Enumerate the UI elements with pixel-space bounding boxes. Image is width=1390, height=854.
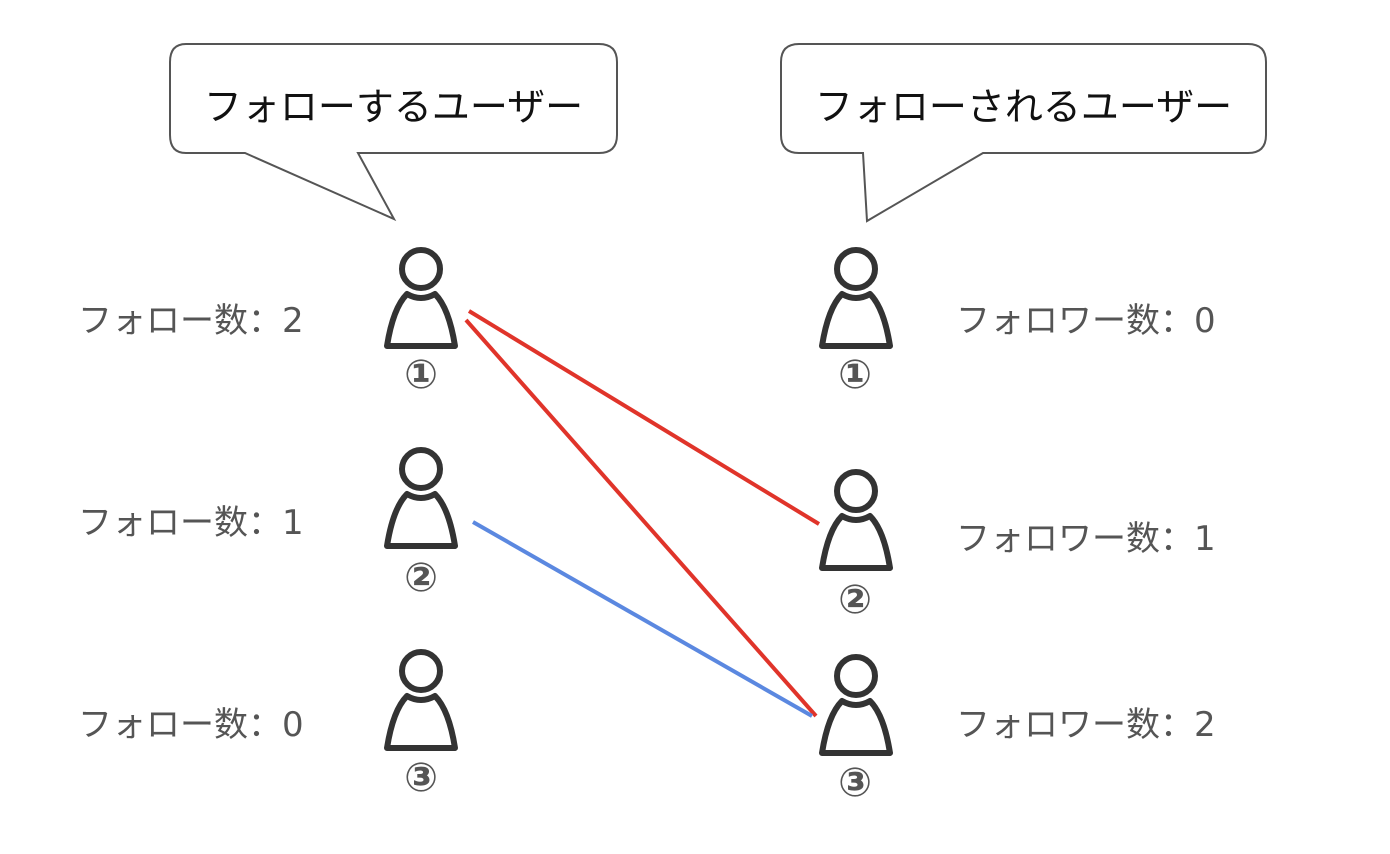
following-user-3-person-icon	[384, 649, 458, 751]
followed-user-number-2: ②	[838, 577, 872, 623]
following-count-label-1: フォロー数：2	[78, 301, 304, 341]
following-user-2-person-icon	[384, 447, 458, 549]
bubble-label-following: フォローするユーザー	[203, 85, 584, 129]
speech-bubble-followed	[780, 43, 1267, 223]
connection-line-following-1-to-followed-2	[467, 309, 821, 526]
followed-user-3-person-icon	[819, 654, 893, 756]
followed-user-1-person-icon	[819, 247, 893, 349]
following-user-1-person-icon	[384, 247, 458, 349]
connection-line-following-1-to-followed-3	[464, 318, 818, 718]
speech-bubble-following	[169, 43, 618, 222]
user-icons	[384, 247, 893, 756]
followed-count-label-3: フォロワー数：2	[956, 705, 1216, 745]
following-user-number-3: ③	[404, 755, 438, 801]
followed-user-2-person-icon	[819, 469, 893, 571]
following-user-number-1: ①	[404, 352, 438, 398]
bubble-label-followed: フォローされるユーザー	[814, 85, 1233, 129]
followed-user-number-3: ③	[838, 760, 872, 806]
connection-lines	[464, 309, 821, 718]
followed-user-number-1: ①	[838, 352, 872, 398]
followed-count-label-2: フォロワー数：1	[956, 519, 1216, 559]
following-user-number-2: ②	[404, 555, 438, 601]
connection-line-following-2-to-followed-3	[472, 520, 813, 718]
following-count-label-2: フォロー数：1	[78, 503, 304, 543]
following-count-label-3: フォロー数：0	[78, 705, 304, 745]
followed-count-label-1: フォロワー数：0	[956, 301, 1216, 341]
